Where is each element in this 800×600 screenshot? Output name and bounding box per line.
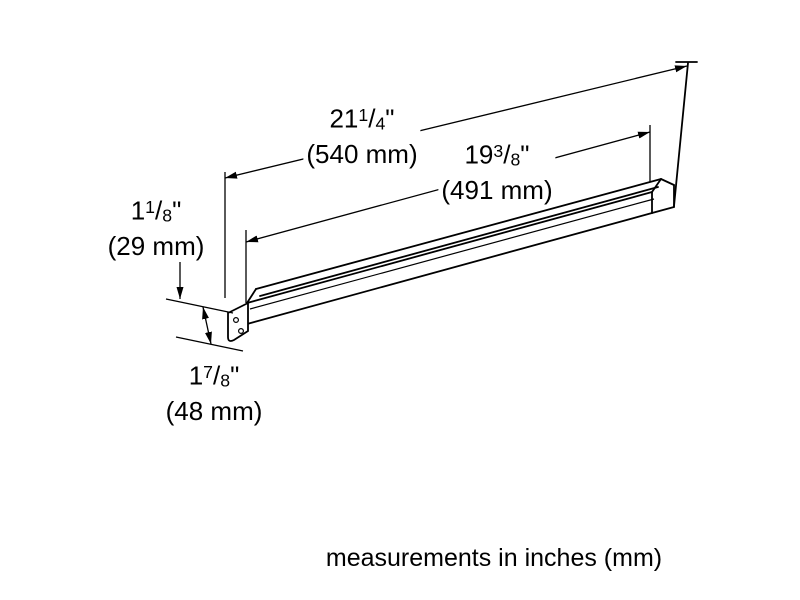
rail-right-end-bevel <box>651 178 662 193</box>
screw-hole <box>238 328 245 335</box>
fraction-separator: / <box>213 360 221 391</box>
rail-inner-front-edge <box>249 198 655 310</box>
dimension-label-inner-length: 193/8" (491 mm) <box>438 136 556 207</box>
fraction-numerator: 1 <box>145 197 155 217</box>
fraction-numerator: 3 <box>493 141 504 161</box>
fraction-denominator: 8 <box>220 370 231 391</box>
rail-bottom-front-edge <box>246 212 653 325</box>
fraction-whole: 1 <box>188 360 204 391</box>
fraction-whole: 1 <box>130 195 146 226</box>
fraction-whole: 19 <box>464 139 494 170</box>
fraction-whole: 21 <box>329 103 359 134</box>
units-caption: measurements in inches (mm) <box>325 544 663 572</box>
wall-corner-reference <box>673 61 698 207</box>
depth-dimension-line <box>202 306 212 345</box>
dimension-label-height: 11/8" (29 mm) <box>104 192 208 263</box>
screw-hole <box>233 317 240 324</box>
dimension-inches-text: 17/8" <box>166 357 263 396</box>
right-flange-top-edge <box>660 178 675 186</box>
dimension-mm-text: (540 mm) <box>306 139 418 170</box>
inch-mark: " <box>172 195 182 226</box>
depth-top-witness-line <box>165 298 234 314</box>
fraction-separator: / <box>503 139 511 170</box>
dimension-mm-text: (48 mm) <box>165 396 263 427</box>
inch-mark: " <box>385 103 395 134</box>
dimension-inches-text: 193/8" <box>441 136 552 175</box>
fraction-separator: / <box>368 103 376 134</box>
inch-mark: " <box>520 139 530 170</box>
dimension-label-depth: 17/8" (48 mm) <box>162 357 266 428</box>
dimension-lines <box>176 65 688 345</box>
dimension-inches-text: 11/8" <box>108 192 205 231</box>
fraction-numerator: 7 <box>203 362 213 382</box>
dimension-inches-text: 211/4" <box>306 100 417 139</box>
rail-left-end-bevel <box>246 288 257 304</box>
fraction-denominator: 8 <box>510 149 521 170</box>
rail-top-front-edge <box>246 191 653 304</box>
right-flange-bottom-edge <box>651 206 675 214</box>
fraction-separator: / <box>155 195 163 226</box>
dimension-mm-text: (29 mm) <box>107 231 205 262</box>
inch-mark: " <box>230 360 240 391</box>
dimension-mm-text: (491 mm) <box>441 175 553 206</box>
wall-corner-line <box>673 62 689 207</box>
fraction-denominator: 4 <box>375 113 386 134</box>
left-mounting-flange <box>227 301 249 342</box>
fraction-numerator: 1 <box>358 105 369 125</box>
depth-bottom-witness-line <box>175 336 244 352</box>
fraction-denominator: 8 <box>162 205 173 226</box>
dimension-label-overall-length: 211/4" (540 mm) <box>303 100 421 171</box>
